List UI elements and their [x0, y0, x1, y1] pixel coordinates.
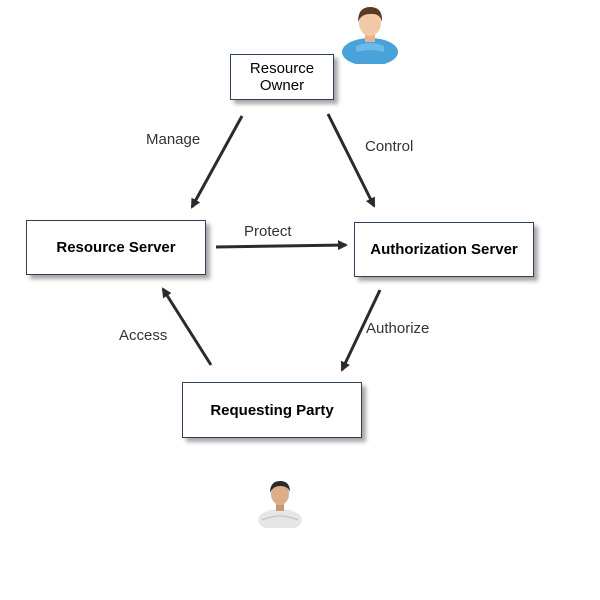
access-label: Access: [119, 327, 168, 344]
person-blue-shirt-icon: [342, 7, 398, 64]
resource-owner-label: Resource Owner: [249, 60, 315, 94]
access-arrow: [161, 287, 213, 366]
person-white-shirt-icon: [258, 481, 302, 528]
resource-server-label: Resource Server: [56, 239, 176, 256]
resource-owner-box: Resource Owner: [230, 54, 334, 100]
requesting-party-label: Requesting Party: [210, 401, 334, 419]
authorization-server-box: Authorization Server: [354, 222, 534, 277]
control-label: Control: [365, 138, 414, 155]
requesting-party-box: Requesting Party: [182, 382, 362, 438]
protect-arrow: [215, 240, 348, 251]
manage-arrow: [190, 115, 244, 209]
authorize-arrow: [340, 289, 382, 372]
authorization-server-label: Authorization Server: [370, 241, 518, 258]
manage-label: Manage: [146, 131, 201, 148]
protect-label: Protect: [244, 223, 292, 240]
resource-server-box: Resource Server: [26, 220, 206, 275]
control-arrow: [326, 113, 376, 208]
authorize-label: Authorize: [366, 320, 430, 337]
